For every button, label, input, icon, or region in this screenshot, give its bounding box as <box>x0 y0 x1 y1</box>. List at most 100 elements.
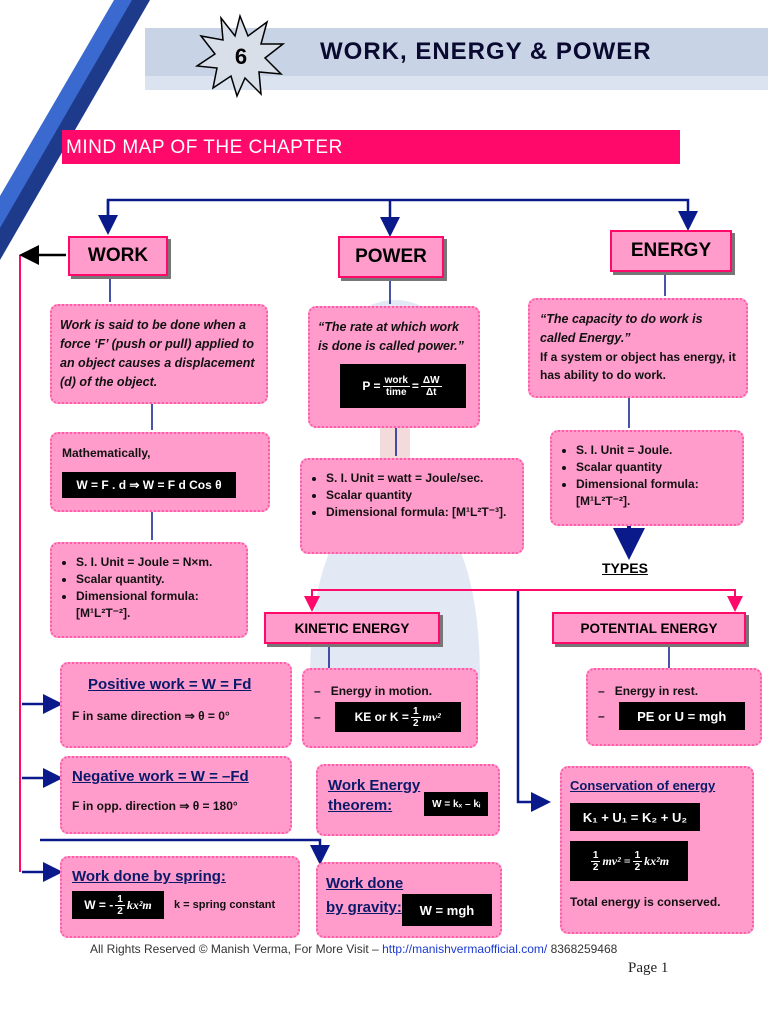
power-definition-text: “The rate at which work is done is calle… <box>318 320 464 353</box>
fraction-numerator: 1 <box>115 893 125 906</box>
energy-definition-text-2: If a system or object has energy, it has… <box>540 350 736 382</box>
negative-work-card: Negative work = W = –Fd F in opp. direct… <box>60 756 292 834</box>
gravity-title: Work done by gravity: <box>326 875 404 916</box>
energy-prop-scalar: Scalar quantity <box>576 459 736 476</box>
work-definition-card: Work is said to be done when a force ‘F’… <box>50 304 268 404</box>
fraction-numerator: ΔW <box>420 374 442 387</box>
potential-energy-header: POTENTIAL ENERGY <box>552 612 746 644</box>
fraction-denominator: 2 <box>592 861 599 873</box>
energy-definition-text: “The capacity to do work is called Energ… <box>540 312 703 345</box>
kinetic-energy-header: KINETIC ENERGY <box>264 612 440 644</box>
power-properties-card: S. I. Unit = watt = Joule/sec. Scalar qu… <box>300 458 524 554</box>
types-label: TYPES <box>602 560 648 576</box>
kinetic-point-1-text: Energy in motion. <box>330 684 433 698</box>
starburst-icon <box>195 14 285 98</box>
work-header: WORK <box>68 236 168 276</box>
work-definition-text: Work is said to be done when a force ‘F’… <box>60 318 255 389</box>
power-formula-p: P = <box>362 379 381 393</box>
fraction-denominator: 2 <box>117 905 123 917</box>
fraction-numerator: 1 <box>632 849 643 862</box>
energy-definition-card: “The capacity to do work is called Energ… <box>528 298 748 398</box>
positive-work-title: Positive work = W = Fd <box>88 676 252 693</box>
header-bar-shadow <box>145 76 768 90</box>
power-formula-equals: = <box>411 379 419 393</box>
page-title: WORK, ENERGY & POWER <box>320 38 652 65</box>
spring-formula-prefix: W = - <box>84 898 114 912</box>
section-bar <box>62 130 680 164</box>
conservation-formula-1: K₁ + U₁ = K₂ + U₂ <box>570 803 700 831</box>
work-formula: W = F . d ⇒ W = F d Cos θ <box>62 472 236 498</box>
fraction-numerator: 1 <box>590 849 601 862</box>
footer-link[interactable]: http://manishvermaofficial.com/ <box>382 942 548 956</box>
gravity-row: Work done by gravity: W = mgh <box>326 872 492 926</box>
energy-prop-dimension: Dimensional formula: [M¹L²T⁻²]. <box>576 476 736 510</box>
fraction-numerator: 1 <box>410 705 421 718</box>
work-prop-dimension: Dimensional formula: [M¹L²T⁻²]. <box>76 588 240 622</box>
conservation-title: Conservation of energy <box>570 778 716 793</box>
theorem-formula: W = kₓ – kᵢ <box>424 792 488 816</box>
energy-properties-card: S. I. Unit = Joule. Scalar quantity Dime… <box>550 430 744 526</box>
spring-constant-note: k = spring constant <box>174 899 276 911</box>
positive-work-card: Positive work = W = Fd F in same directi… <box>60 662 292 748</box>
energy-header: ENERGY <box>610 230 732 272</box>
energy-prop-unit: S. I. Unit = Joule. <box>576 442 736 459</box>
gravity-work-card: Work done by gravity: W = mgh <box>316 862 502 938</box>
spring-formula-suffix: kx²m <box>126 897 152 912</box>
work-energy-theorem-card: Work Energy theorem: W = kₓ – kᵢ <box>316 764 500 836</box>
potential-energy-card: – Energy in rest. – PE or U = mgh <box>586 668 762 746</box>
bullet-dash: – <box>598 684 605 698</box>
kinetic-point-1: – Energy in motion. <box>314 682 466 700</box>
work-prop-scalar: Scalar quantity. <box>76 571 240 588</box>
spring-work-title: Work done by spring: <box>72 868 226 885</box>
section-title: MIND MAP OF THE CHAPTER <box>66 137 343 158</box>
conservation-card: Conservation of energy K₁ + U₁ = K₂ + U₂… <box>560 766 754 934</box>
footer: All Rights Reserved © Manish Verma, For … <box>90 942 617 956</box>
conservation-formula-2-part1: mv² = <box>602 853 631 868</box>
page-number: Page 1 <box>628 960 669 976</box>
power-prop-unit: S. I. Unit = watt = Joule/sec. <box>326 470 516 487</box>
kinetic-formula-prefix: KE or K = <box>354 710 409 724</box>
potential-formula: PE or U = mgh <box>618 702 745 730</box>
negative-work-note: F in opp. direction ⇒ θ = 180° <box>72 799 238 813</box>
footer-text: All Rights Reserved © Manish Verma, For … <box>90 942 383 956</box>
power-definition-card: “The rate at which work is done is calle… <box>308 306 480 428</box>
conservation-formula-2-part2: kx²m <box>644 853 670 868</box>
work-math-card: Mathematically, W = F . d ⇒ W = F d Cos … <box>50 432 270 512</box>
work-properties-card: S. I. Unit = Joule = N×m. Scalar quantit… <box>50 542 248 638</box>
fraction-denominator: time <box>385 386 407 398</box>
work-properties-list: S. I. Unit = Joule = N×m. Scalar quantit… <box>58 554 240 622</box>
bullet-dash: – <box>314 684 321 698</box>
energy-properties-list: S. I. Unit = Joule. Scalar quantity Dime… <box>558 442 736 510</box>
negative-work-title: Negative work = W = –Fd <box>72 768 249 785</box>
conservation-note: Total energy is conserved. <box>570 895 721 909</box>
positive-work-note: F in same direction ⇒ θ = 0° <box>72 709 230 723</box>
gravity-formula: W = mgh <box>401 894 492 926</box>
potential-point-1: – Energy in rest. <box>598 682 750 700</box>
potential-point-1-text: Energy in rest. <box>614 684 699 698</box>
theorem-title: Work Energy theorem: <box>328 777 421 814</box>
bullet-dash: – <box>314 710 321 724</box>
footer-phone: 8368259468 <box>547 942 618 956</box>
work-prop-unit: S. I. Unit = Joule = N×m. <box>76 554 240 571</box>
fraction-denominator: Δt <box>425 386 437 398</box>
fraction-denominator: 2 <box>412 717 419 729</box>
power-properties-list: S. I. Unit = watt = Joule/sec. Scalar qu… <box>308 470 516 521</box>
theorem-row: Work Energy theorem: W = kₓ – kᵢ <box>328 776 488 816</box>
fraction-numerator: work <box>382 374 410 387</box>
power-prop-dimension: Dimensional formula: [M¹L²T⁻³]. <box>326 504 516 521</box>
potential-formula-row: – PE or U = mgh <box>598 702 750 730</box>
power-header: POWER <box>338 236 444 278</box>
kinetic-formula-suffix: mv² <box>422 709 441 724</box>
